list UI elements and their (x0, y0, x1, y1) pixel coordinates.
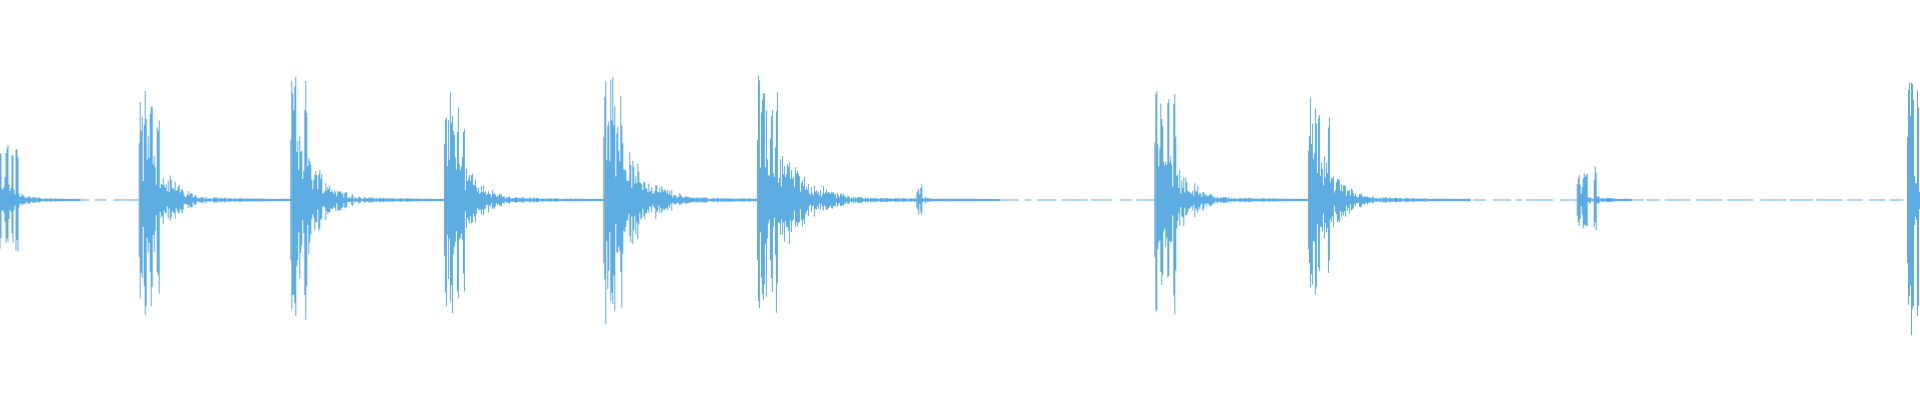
waveform-burst (756, 75, 1000, 313)
waveform-burst-path (1577, 166, 1632, 231)
waveform-burst-path (1308, 97, 1471, 295)
waveform-burst (138, 90, 302, 315)
waveform-burst (443, 92, 607, 313)
waveform-burst (1307, 97, 1471, 295)
waveform-burst (0, 144, 81, 252)
waveform-burst-path (1908, 82, 1920, 336)
waveform-burst-path (1155, 91, 1318, 315)
waveform-burst-path (444, 92, 607, 313)
waveform-burst-path (917, 184, 933, 215)
waveform-burst (916, 184, 933, 215)
waveform-burst-path (0, 144, 81, 252)
waveform-burst (290, 76, 464, 320)
waveform-burst (1907, 82, 1920, 336)
waveform-burst-path (291, 76, 464, 320)
waveform-burst (1576, 166, 1632, 231)
waveform-burst-path (757, 75, 1000, 313)
waveform-burst (1154, 91, 1318, 315)
waveform-burst-path (139, 90, 302, 315)
waveform-bursts (0, 75, 1920, 336)
